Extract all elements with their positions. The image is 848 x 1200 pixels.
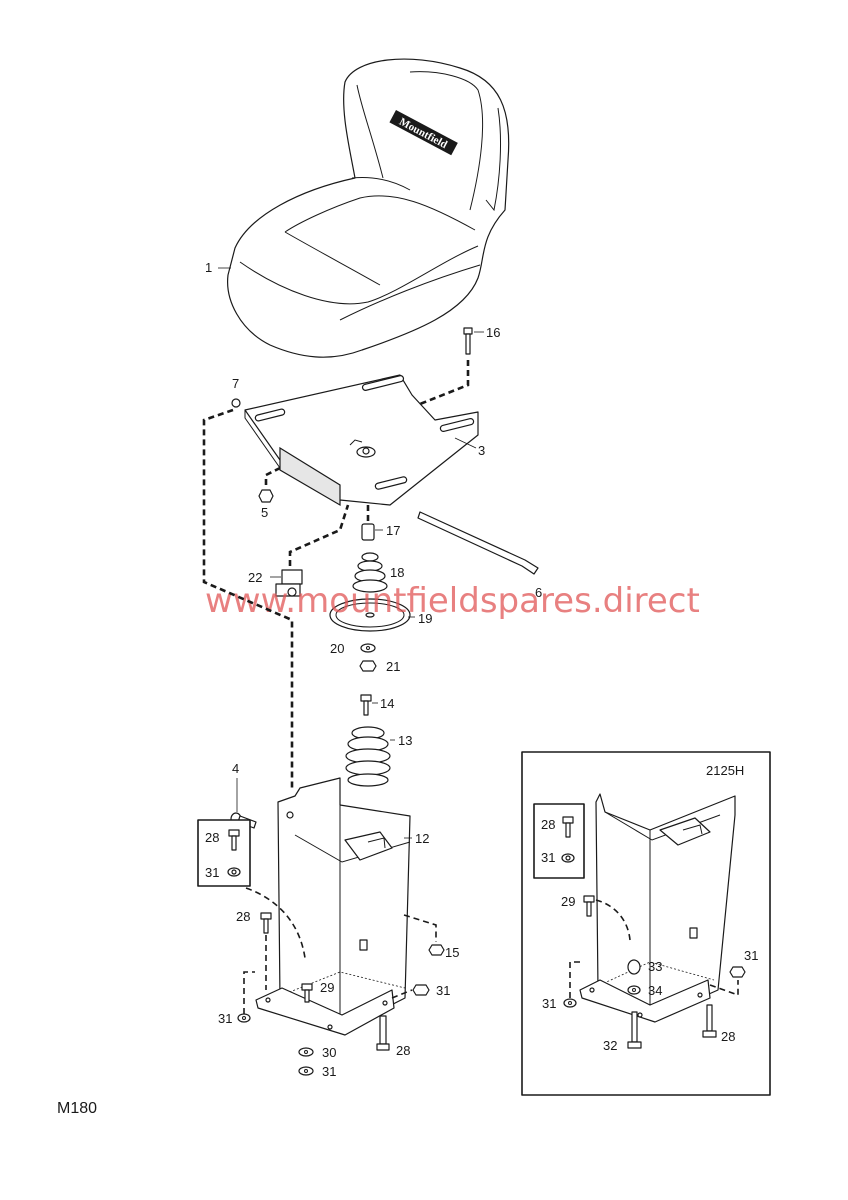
callout-31b: 31: [218, 1011, 232, 1026]
inset-callout-29: 29: [561, 894, 575, 909]
callout-13: 13: [398, 733, 412, 748]
nut-15: [428, 944, 445, 956]
callout-17: 17: [386, 523, 400, 538]
seat: Mountfield: [227, 58, 510, 358]
diagram-code: M180: [57, 1100, 97, 1117]
clip-22: [275, 569, 303, 597]
callout-18: 18: [390, 565, 404, 580]
callout-12: 12: [415, 831, 429, 846]
spring-13: [345, 726, 391, 787]
adjuster-rod-6: [417, 511, 539, 575]
callout-22: 22: [248, 570, 262, 585]
inset-callout-34: 34: [648, 983, 662, 998]
washer-plate-19: [329, 598, 411, 632]
callout-7: 7: [232, 376, 239, 391]
watermark-text: www.mountfieldspares.direct: [205, 581, 700, 621]
washer-31b: [237, 1013, 251, 1023]
hardware-box-left: [197, 819, 251, 887]
callout-19: 19: [418, 611, 432, 626]
washer-30: [298, 1047, 314, 1057]
callout-28b: 28: [236, 909, 250, 924]
callout-31c: 31: [436, 983, 450, 998]
callout-4: 4: [232, 761, 239, 776]
inset-callout-33: 33: [648, 959, 662, 974]
washer-20: [360, 643, 376, 653]
callout-28a: 28: [205, 830, 219, 845]
callout-6: 6: [535, 585, 542, 600]
callout-28c: 28: [396, 1043, 410, 1058]
callout-14: 14: [380, 696, 394, 711]
inset-callout-28a: 28: [541, 817, 555, 832]
nut-31c: [412, 984, 430, 996]
bolt-29: [301, 983, 313, 1003]
callout-31d: 31: [322, 1064, 336, 1079]
nut-21: [359, 660, 377, 672]
inset-callout-32: 32: [603, 1038, 617, 1053]
nut-5: [258, 489, 274, 503]
washer-31d: [298, 1066, 314, 1076]
inset-callout-28b: 28: [721, 1029, 735, 1044]
callout-30: 30: [322, 1045, 336, 1060]
nut-7: [231, 398, 241, 408]
variant-inset: 2125H: [521, 751, 771, 1096]
seat-pan: [244, 374, 479, 507]
seat-post-12: [255, 777, 411, 1036]
variant-label: 2125H: [706, 763, 744, 778]
bolt-28b: [260, 912, 272, 934]
inset-callout-31c: 31: [542, 996, 556, 1011]
inset-callout-31b: 31: [744, 948, 758, 963]
callout-5: 5: [261, 505, 268, 520]
callout-21: 21: [386, 659, 400, 674]
spacer-17: [361, 523, 375, 541]
callout-3: 3: [478, 443, 485, 458]
callout-29: 29: [320, 980, 334, 995]
callout-16: 16: [486, 325, 500, 340]
callout-1: 1: [205, 260, 212, 275]
bolt-16: [463, 327, 473, 355]
inset-callout-31a: 31: [541, 850, 555, 865]
callout-15: 15: [445, 945, 459, 960]
spring-18: [352, 552, 388, 593]
callout-20: 20: [330, 641, 344, 656]
bolt-28c: [376, 1015, 390, 1051]
bolt-14: [360, 694, 372, 716]
callout-31a: 31: [205, 865, 219, 880]
